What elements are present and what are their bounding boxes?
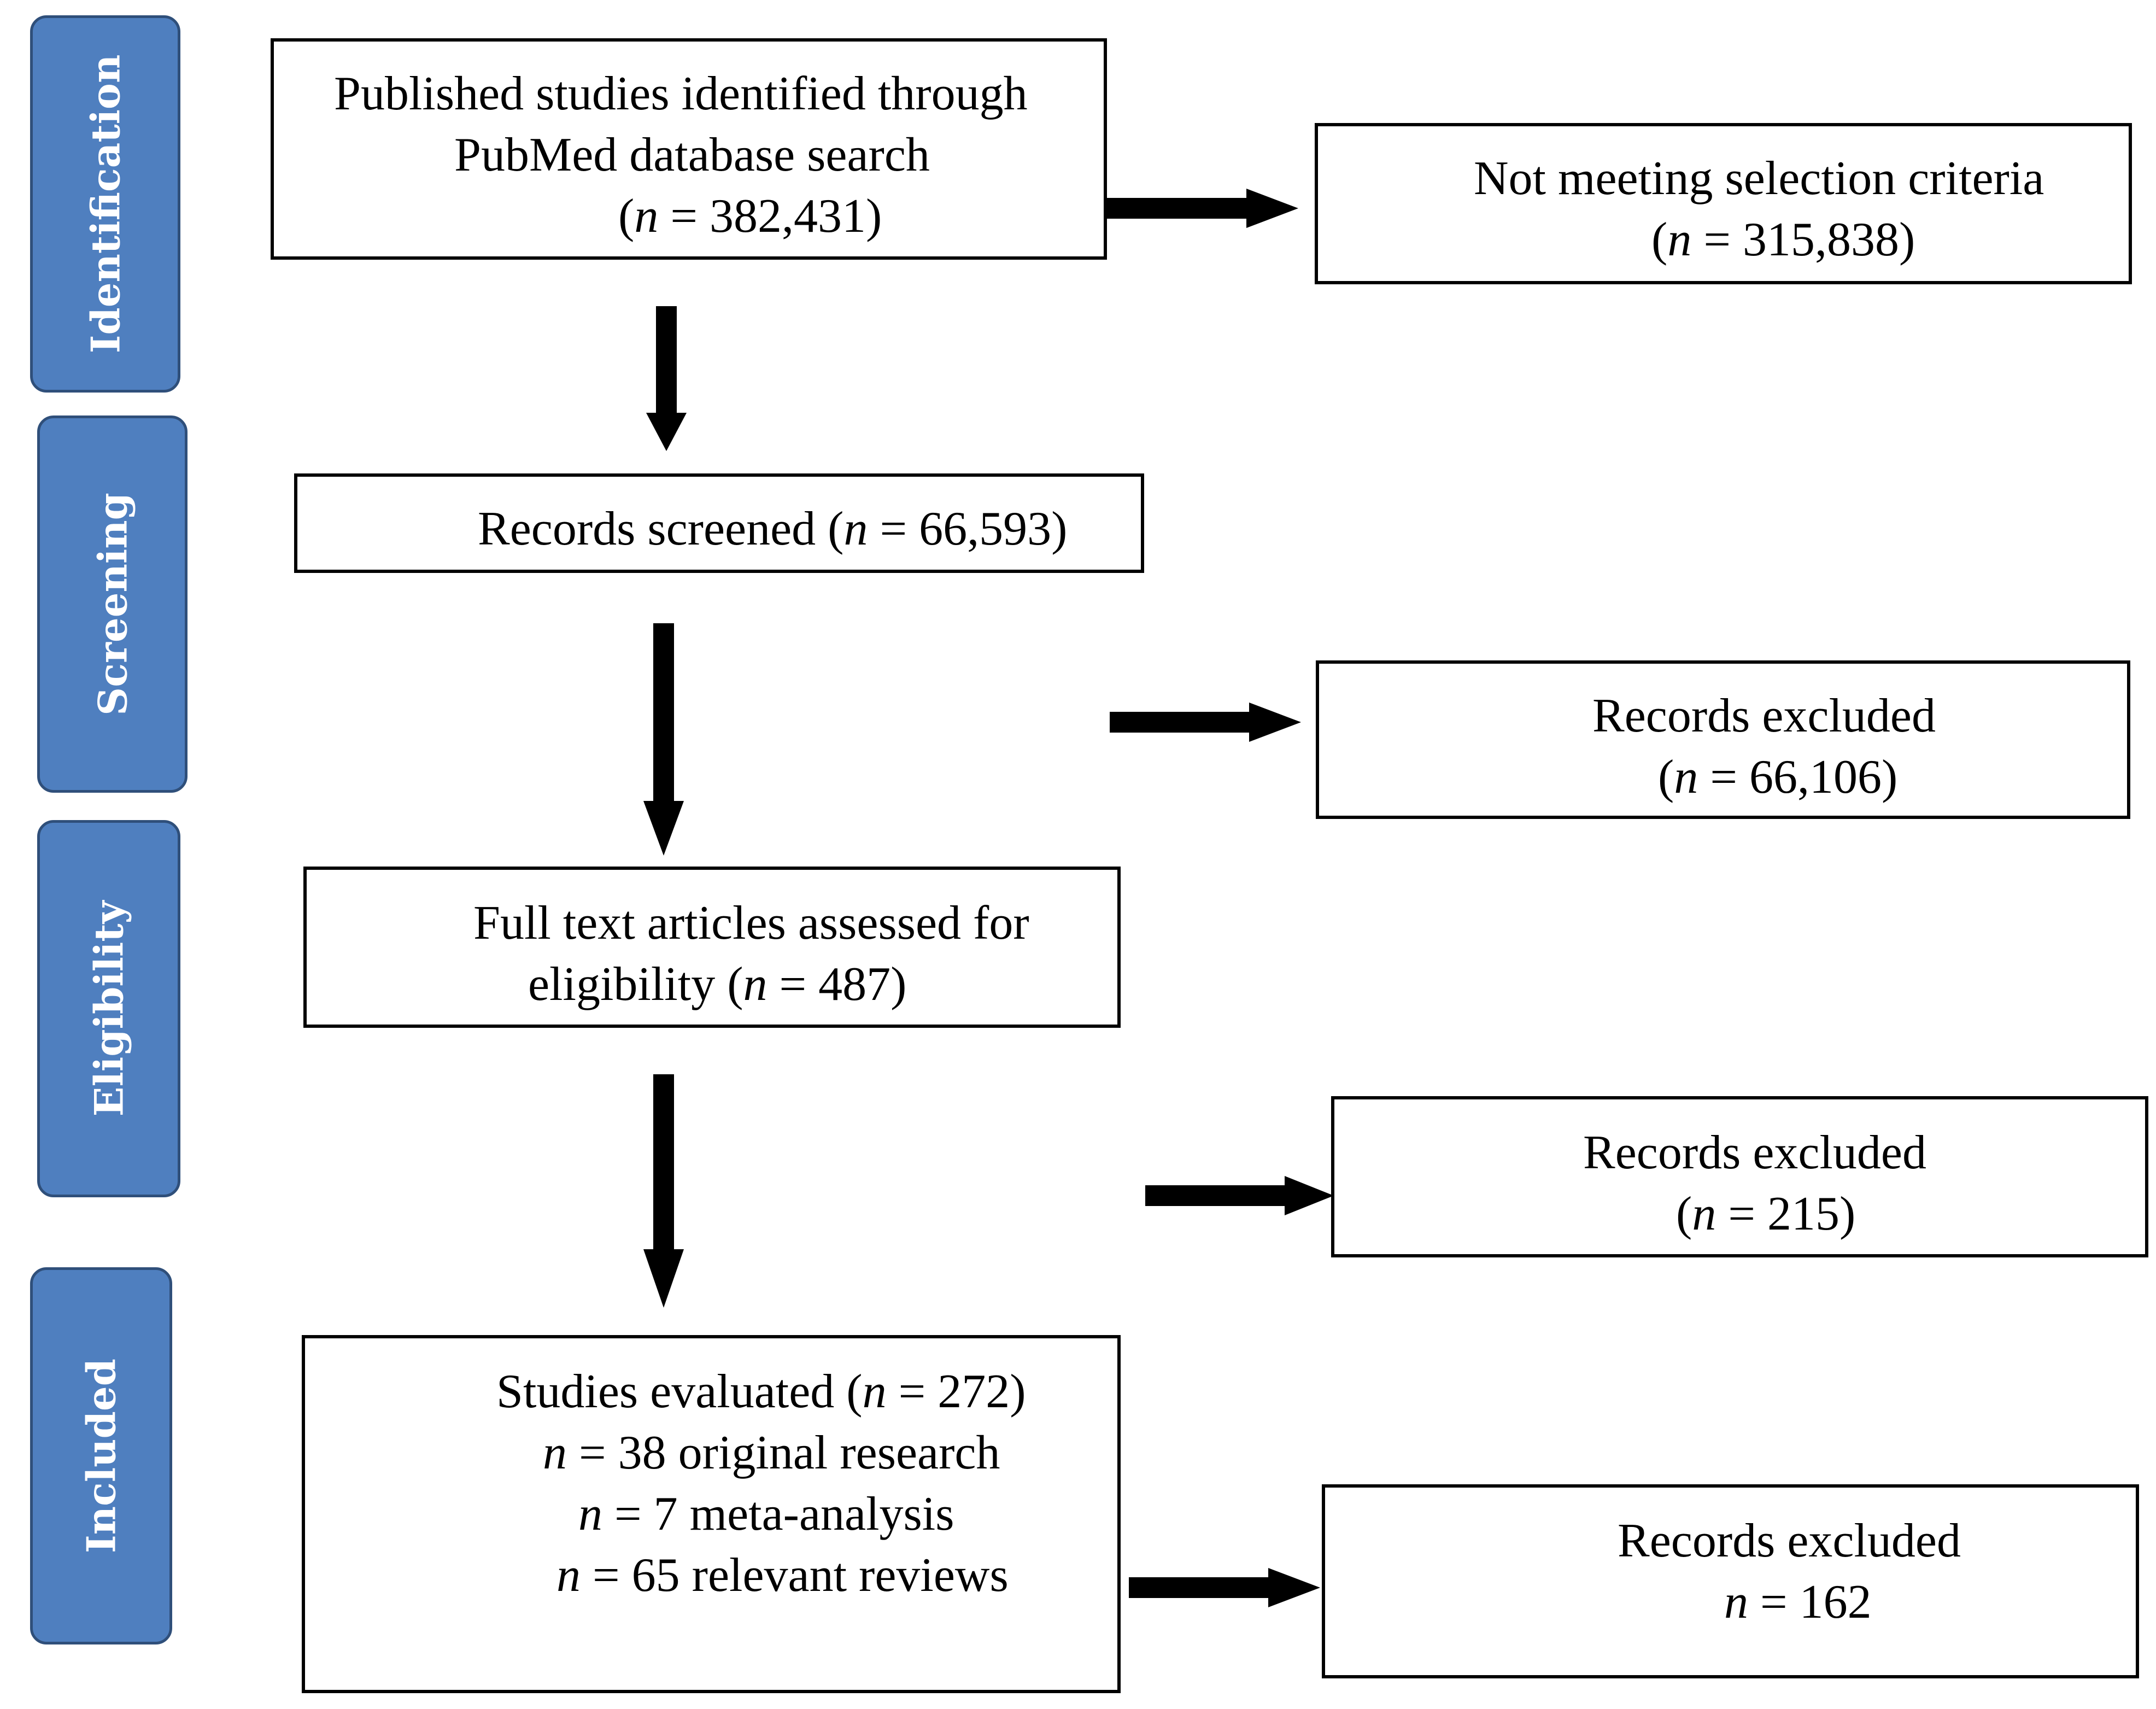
- box-excluded-included: Records excluded n = 162: [1322, 1484, 2139, 1678]
- evaluated-line1: Studies evaluated (n = 272): [496, 1365, 1026, 1418]
- screened-label: Records screened: [478, 502, 816, 555]
- arrow-down-eligibility: [643, 1074, 684, 1308]
- arrow-right-included: [1129, 1568, 1320, 1607]
- box-full-text-assessed: Full text articles assessed for eligibil…: [303, 867, 1121, 1028]
- excluded-eligibility-count: 215: [1767, 1187, 1839, 1240]
- excluded-included-count: 162: [1799, 1576, 1872, 1629]
- identified-line1: Published studies identified through: [334, 67, 1028, 120]
- evaluated-reviews-line: n = 65 relevant reviews: [556, 1549, 1009, 1602]
- stage-screening: Screening: [37, 415, 188, 793]
- arrow-down-identification: [646, 306, 687, 451]
- evaluated-meta-line: n = 7 meta-analysis: [578, 1488, 954, 1541]
- excluded-included-count-line: n = 162: [1724, 1576, 1872, 1629]
- excluded-screening-count: 66,106: [1749, 751, 1882, 804]
- full-text-line1: Full text articles assessed for: [473, 897, 1029, 950]
- stage-eligibility: Eligibility: [37, 820, 180, 1197]
- box-not-meeting-criteria: Not meeting selection criteria (n = 315,…: [1315, 123, 2132, 284]
- excluded-eligibility-line1: Records excluded: [1583, 1126, 1926, 1179]
- box-excluded-screening: Records excluded (n = 66,106): [1316, 660, 2130, 819]
- identified-line2: PubMed database search: [454, 128, 930, 182]
- excluded-included-line1: Records excluded: [1618, 1514, 1961, 1567]
- excluded-screening-count-line: (n = 66,106): [1658, 751, 1898, 804]
- excluded-screening-line1: Records excluded: [1592, 689, 1936, 742]
- arrow-right-screening: [1110, 703, 1301, 742]
- box-identified: Published studies identified through Pub…: [271, 38, 1107, 260]
- arrow-right-identification: [1107, 189, 1298, 228]
- full-text-count: 487: [818, 958, 891, 1011]
- identified-count-line: (n = 382,431): [618, 190, 882, 243]
- not-meeting-count-line: (n = 315,838): [1651, 213, 1915, 266]
- screened-count: 66,593: [919, 502, 1052, 555]
- full-text-line2: eligibility (n = 487): [528, 958, 907, 1011]
- excluded-eligibility-count-line: (n = 215): [1676, 1187, 1856, 1240]
- arrow-right-eligibility: [1145, 1176, 1334, 1215]
- stage-identification: Identification: [30, 15, 180, 393]
- evaluated-count: 272: [938, 1365, 1010, 1418]
- box-studies-evaluated: Studies evaluated (n = 272) n = 38 origi…: [302, 1335, 1121, 1693]
- not-meeting-count: 315,838: [1742, 213, 1899, 266]
- identified-count: 382,431: [709, 190, 866, 243]
- stage-included: Included: [30, 1267, 172, 1644]
- box-excluded-eligibility: Records excluded (n = 215): [1331, 1096, 2148, 1257]
- evaluated-original-line: n = 38 original research: [543, 1426, 1000, 1479]
- box-records-screened: Records screened (n = 66,593): [294, 473, 1144, 573]
- arrow-down-screening: [643, 623, 684, 856]
- screened-line: Records screened (n = 66,593): [478, 502, 1068, 555]
- not-meeting-line1: Not meeting selection criteria: [1474, 152, 2044, 205]
